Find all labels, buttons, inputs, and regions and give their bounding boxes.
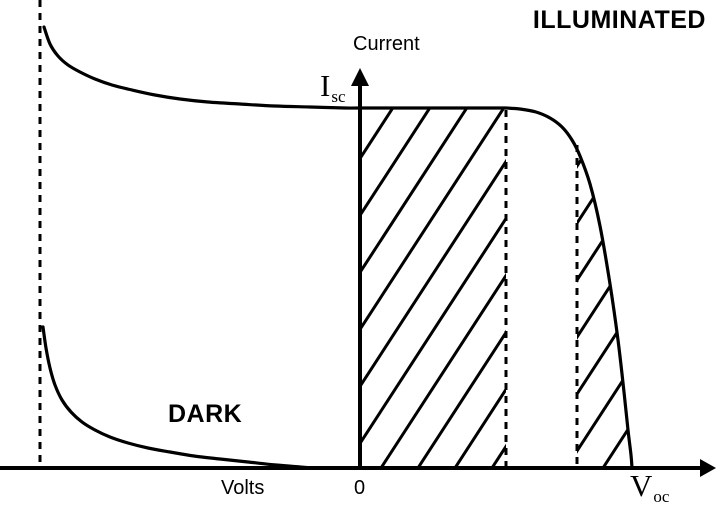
hatch-line: [360, 108, 506, 468]
origin-label: 0: [354, 477, 366, 499]
illuminated-curve: [42, 25, 634, 470]
voltage-axis: [0, 459, 716, 477]
hatch-line: [577, 150, 632, 468]
illuminated-label: ILLUMINATED: [532, 6, 706, 34]
hatch-line: [501, 108, 506, 468]
hatch-line: [577, 150, 632, 468]
hatch-line: [577, 150, 632, 468]
isc-label: Isc: [320, 68, 346, 105]
hatch-line: [360, 108, 506, 468]
current-axis-arrowhead: [351, 68, 369, 86]
hatch-line: [577, 150, 632, 468]
hatch-line: [360, 108, 506, 468]
dark-label: DARK: [168, 400, 243, 428]
voc-label: Voc: [630, 468, 669, 505]
hatch-line: [360, 108, 506, 468]
hatch-line: [360, 108, 506, 468]
dark-curve: [41, 325, 314, 470]
hatch-line: [390, 108, 506, 468]
hatch-line: [427, 108, 506, 468]
hatch-line: [577, 150, 632, 468]
hatch-line: [612, 150, 632, 468]
hatch-line: [360, 108, 366, 468]
isc-symbol: I: [320, 68, 331, 103]
voc-subscript: oc: [653, 487, 670, 506]
hatch-line: [360, 108, 506, 468]
isc-subscript: sc: [331, 87, 346, 106]
hatch-line: [360, 108, 506, 468]
voc-symbol: V: [630, 468, 653, 503]
hatch-line: [577, 150, 632, 468]
current-axis: [351, 68, 369, 468]
volts-axis-label: Volts: [221, 477, 265, 499]
hatch-line: [577, 150, 625, 468]
voltage-axis-arrowhead: [700, 459, 716, 477]
hatch-line: [577, 150, 632, 468]
hatch-line: [360, 108, 506, 468]
dashed-reference-lines: [38, 0, 579, 468]
hatch-line: [577, 150, 632, 468]
current-axis-label: Current: [353, 33, 420, 55]
